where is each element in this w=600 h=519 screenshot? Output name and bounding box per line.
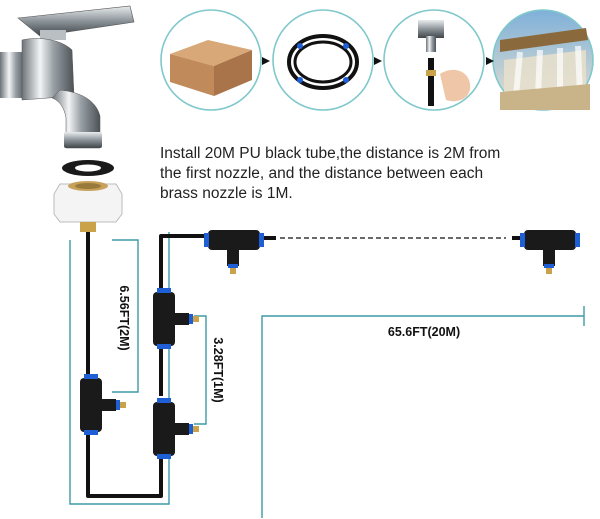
connector-nut-icon (53, 181, 123, 232)
pu-tube (86, 232, 526, 498)
total-tube-length-label: 65.6FT(20M) (388, 325, 460, 339)
first-nozzle-distance-label: 6.56FT(2M) (117, 285, 131, 350)
arrow-right-icon (262, 57, 270, 65)
tee-fitting (153, 398, 199, 459)
misting-patio-icon (500, 28, 590, 110)
cardboard-box-icon (170, 40, 252, 96)
arrow-right-icon (486, 57, 494, 65)
installation-instructions: Install 20M PU black tube,the distance i… (160, 144, 590, 204)
instruction-line: Install 20M PU black tube,the distance i… (160, 145, 501, 162)
nozzle-spacing-label: 3.28FT(1M) (211, 337, 225, 402)
arrow-right-icon (374, 57, 382, 65)
hand-nozzle-icon (418, 20, 471, 106)
faucet-icon (0, 5, 135, 149)
instruction-line: the first nozzle, and the distance betwe… (160, 165, 484, 182)
tee-fitting (204, 230, 264, 274)
coiled-tube-icon (287, 34, 359, 90)
process-step-tube (272, 9, 374, 111)
process-steps (160, 9, 594, 111)
guide-lines (69, 232, 585, 518)
instruction-line: brass nozzle is 1M. (160, 185, 293, 202)
tee-fitting (153, 288, 199, 349)
tee-fitting (80, 374, 126, 435)
tee-fitting (520, 230, 580, 274)
